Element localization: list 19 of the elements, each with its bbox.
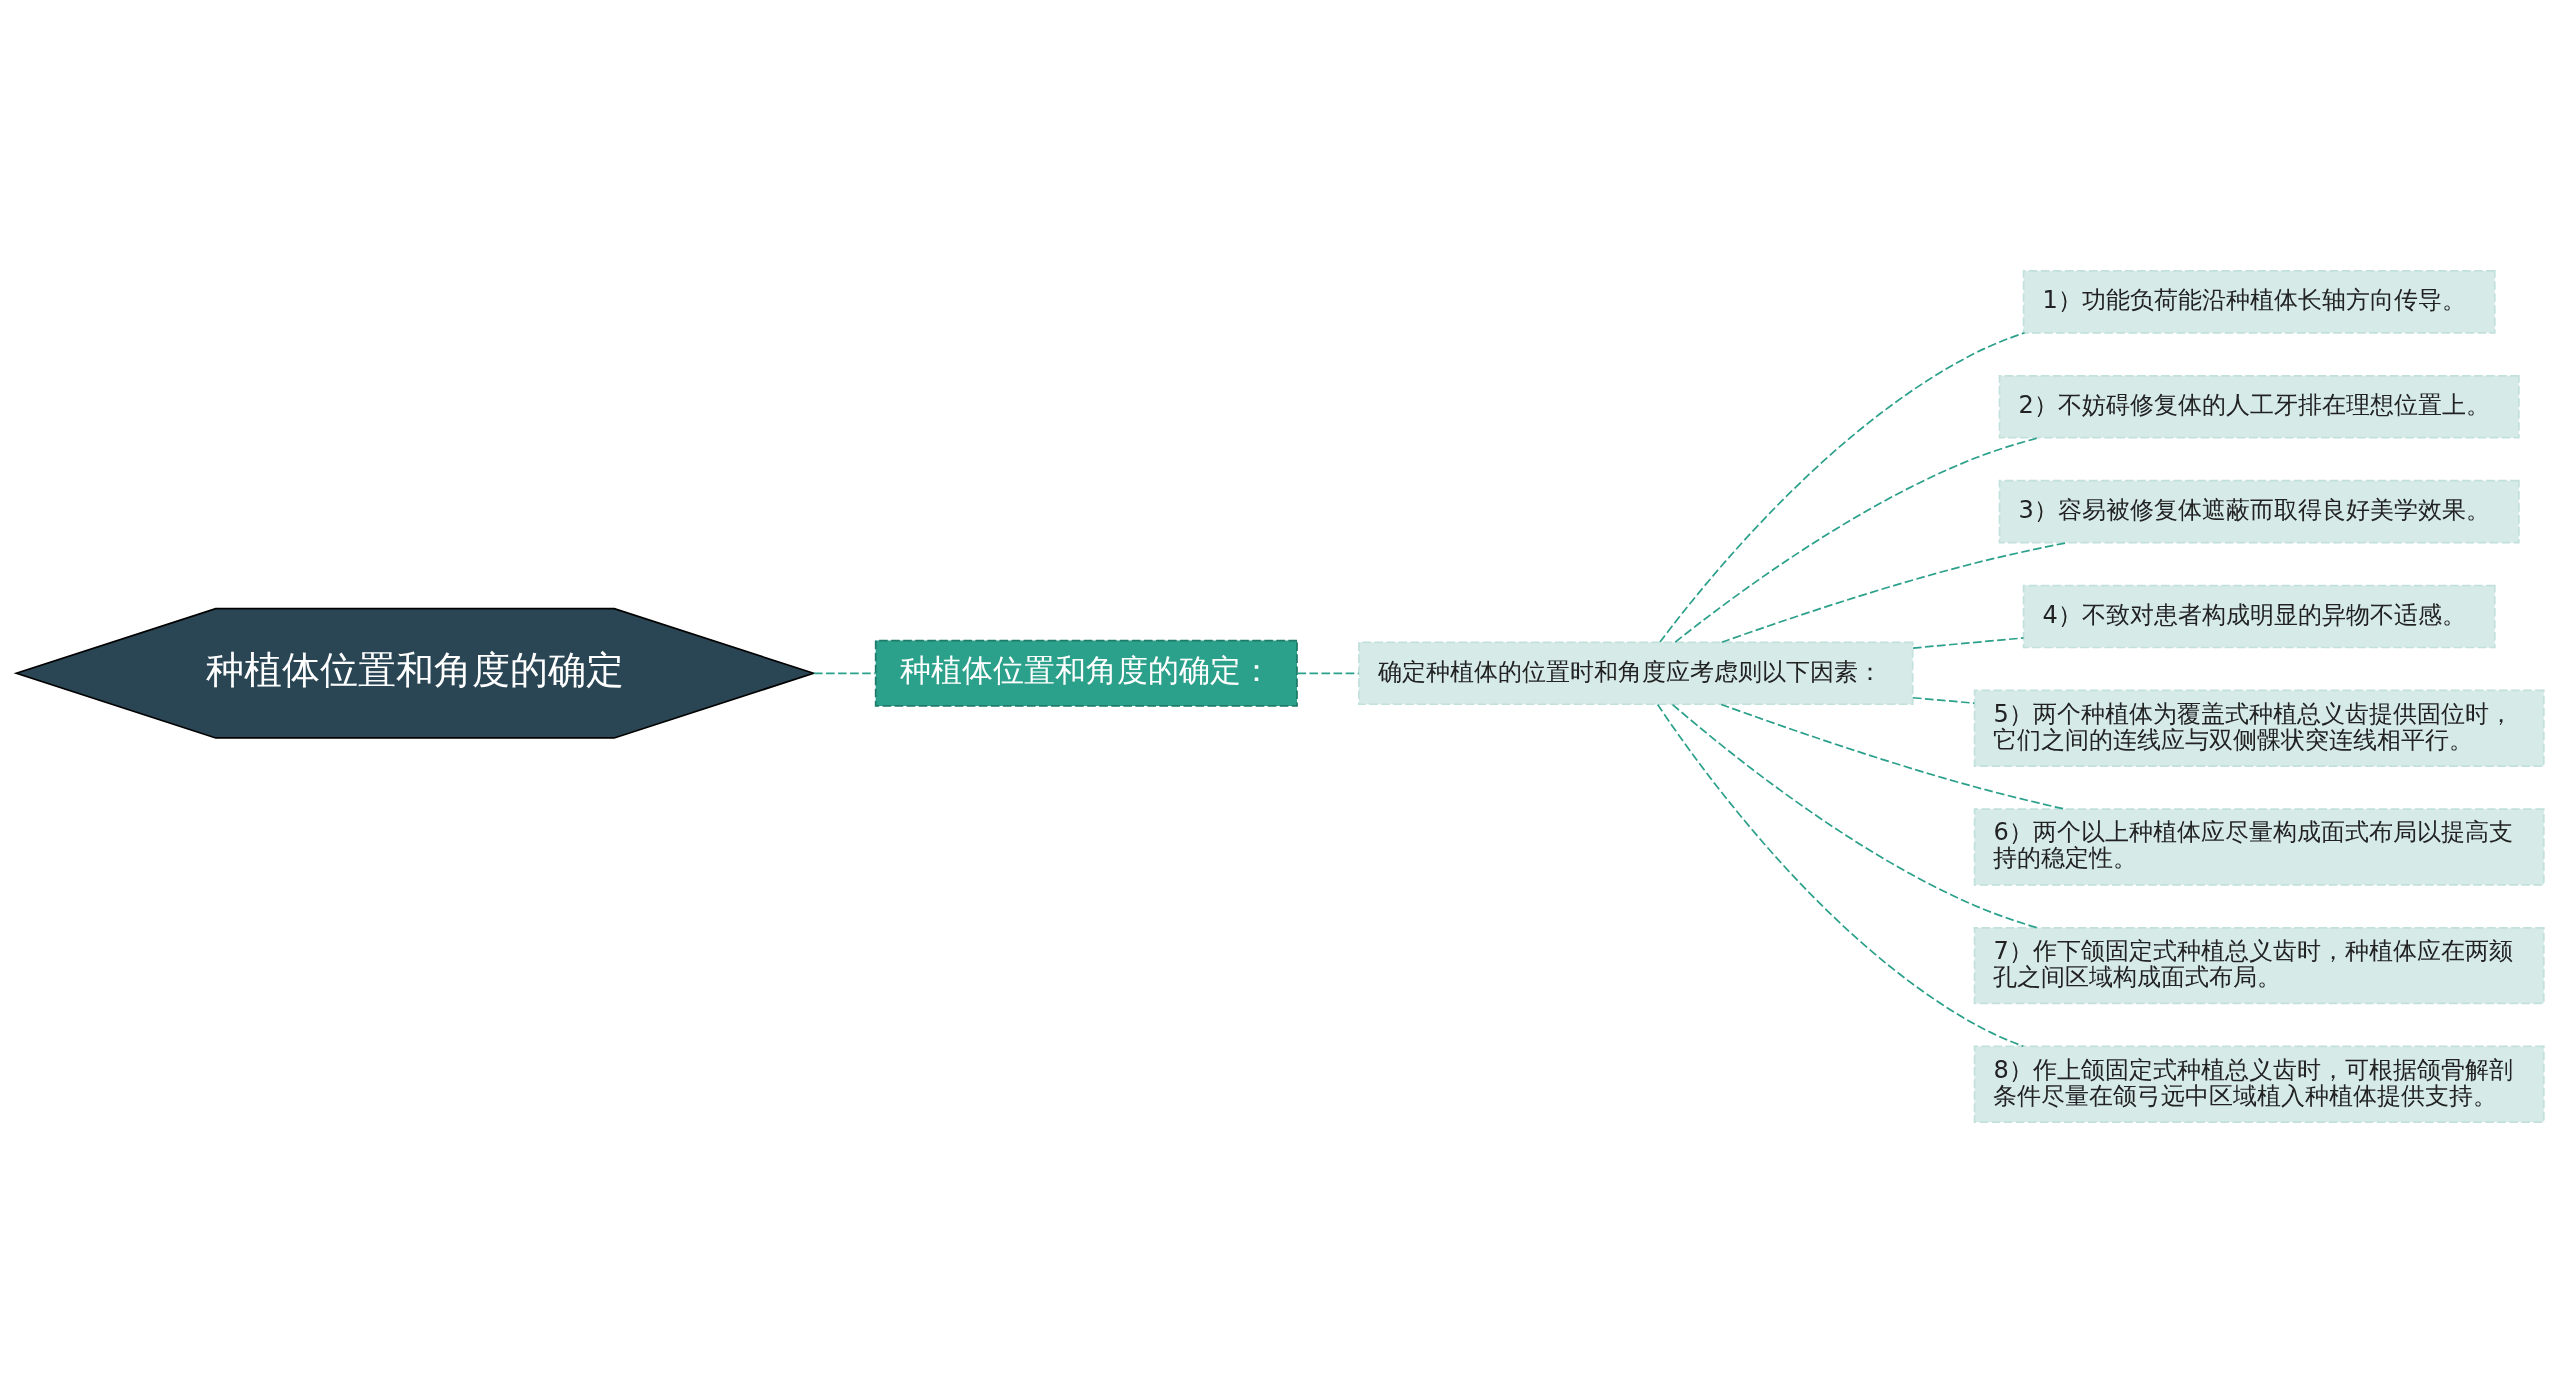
connector xyxy=(813,672,877,675)
node-box: 种植体位置和角度的确定： xyxy=(874,639,1298,707)
connector xyxy=(1659,332,2026,643)
node-box: 8）作上颌固定式种植总义齿时，可根据颌骨解剖条件尽量在颌弓远中区域植入种植体提供支持。 xyxy=(1973,1045,2545,1123)
connector xyxy=(1296,672,1360,675)
connector xyxy=(1912,637,2025,649)
connector xyxy=(1674,436,2040,643)
node-box: 4）不致对患者构成明显的异物不适感。 xyxy=(2022,584,2496,649)
connector xyxy=(1671,703,2038,929)
node-box: 确定种植体的位置时和角度应考虑则以下因素： xyxy=(1358,641,1914,706)
connector xyxy=(1912,696,1976,705)
node-box: 1）功能负荷能沿种植体长轴方向传导。 xyxy=(2022,270,2496,334)
node-box: 7）作下颌固定式种植总义齿时，种植体应在两颏孔之间区域构成面式布局。 xyxy=(1973,926,2545,1005)
node-box: 5）两个种植体为覆盖式种植总义齿提供固位时，它们之间的连线应与双侧髁状突连线相平行。 xyxy=(1973,689,2545,767)
node-box: 2）不妨碍修复体的人工牙排在理想位置上。 xyxy=(1998,374,2520,439)
node-box: 6）两个以上种植体应尽量构成面式布局以提高支持的稳定性。 xyxy=(1973,808,2545,886)
connector xyxy=(1720,703,2066,810)
connector xyxy=(1656,703,2025,1048)
node-box: 3）容易被修复体遮蔽而取得良好美学效果。 xyxy=(1998,479,2520,544)
